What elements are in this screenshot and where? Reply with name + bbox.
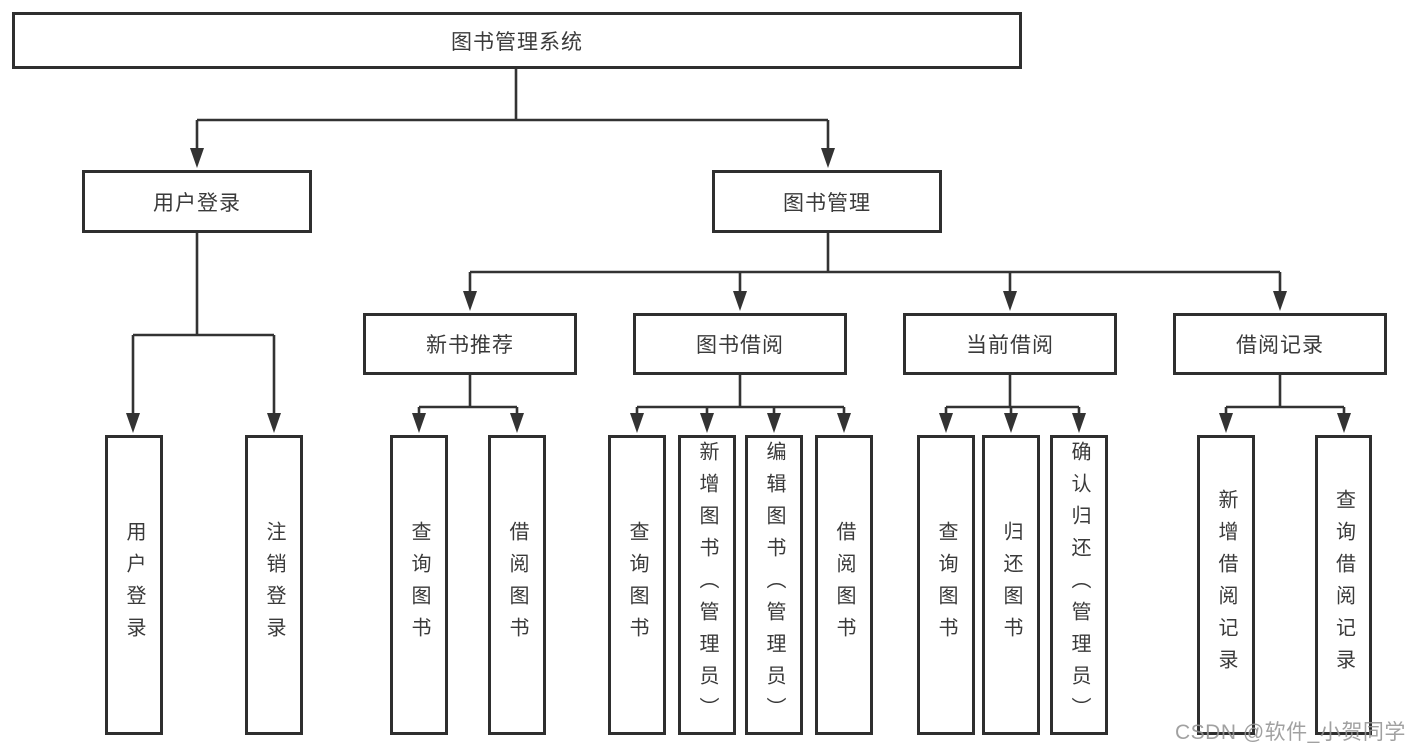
node-current-borrowing: 当前借阅 [903,313,1117,375]
leaf-borrow-books: 借阅图书 [815,435,873,735]
leaf-add-borrow-record: 新增借阅记录 [1197,435,1255,735]
node-new-book-recommendation: 新书推荐 [363,313,577,375]
leaf-label: 编辑图书（管理员） [763,441,785,729]
leaf-label: 新增图书（管理员） [696,441,718,729]
leaf-label: 查询图书 [935,521,957,649]
leaf-user-login: 用户登录 [105,435,163,735]
leaf-label: 查询图书 [408,521,430,649]
leaf-label: 借阅图书 [833,521,855,649]
node-user-login: 用户登录 [82,170,312,233]
leaf-edit-books-admin: 编辑图书（管理员） [745,435,803,735]
node-book-borrowing: 图书借阅 [633,313,847,375]
leaf-label: 借阅图书 [506,521,528,649]
leaf-query-books-recommend: 查询图书 [390,435,448,735]
leaf-label: 归还图书 [1000,521,1022,649]
leaf-confirm-return-admin: 确认归还（管理员） [1050,435,1108,735]
leaf-label: 确认归还（管理员） [1068,441,1090,729]
watermark: CSDN @软件_小贺同学 [1175,721,1405,744]
leaf-query-books-borrowing: 查询图书 [608,435,666,735]
leaf-label: 查询图书 [626,521,648,649]
leaf-label: 注销登录 [263,521,285,649]
leaf-query-borrow-record: 查询借阅记录 [1315,435,1372,735]
leaf-add-books-admin: 新增图书（管理员） [678,435,736,735]
leaf-logout: 注销登录 [245,435,303,735]
node-book-management: 图书管理 [712,170,942,233]
node-library-management-system: 图书管理系统 [12,12,1022,69]
leaf-borrow-books-recommend: 借阅图书 [488,435,546,735]
leaf-query-books-current: 查询图书 [917,435,975,735]
node-borrowing-records: 借阅记录 [1173,313,1387,375]
leaf-label: 查询借阅记录 [1332,489,1355,681]
leaf-label: 新增借阅记录 [1215,489,1237,681]
leaf-return-books: 归还图书 [982,435,1040,735]
leaf-label: 用户登录 [123,521,145,649]
